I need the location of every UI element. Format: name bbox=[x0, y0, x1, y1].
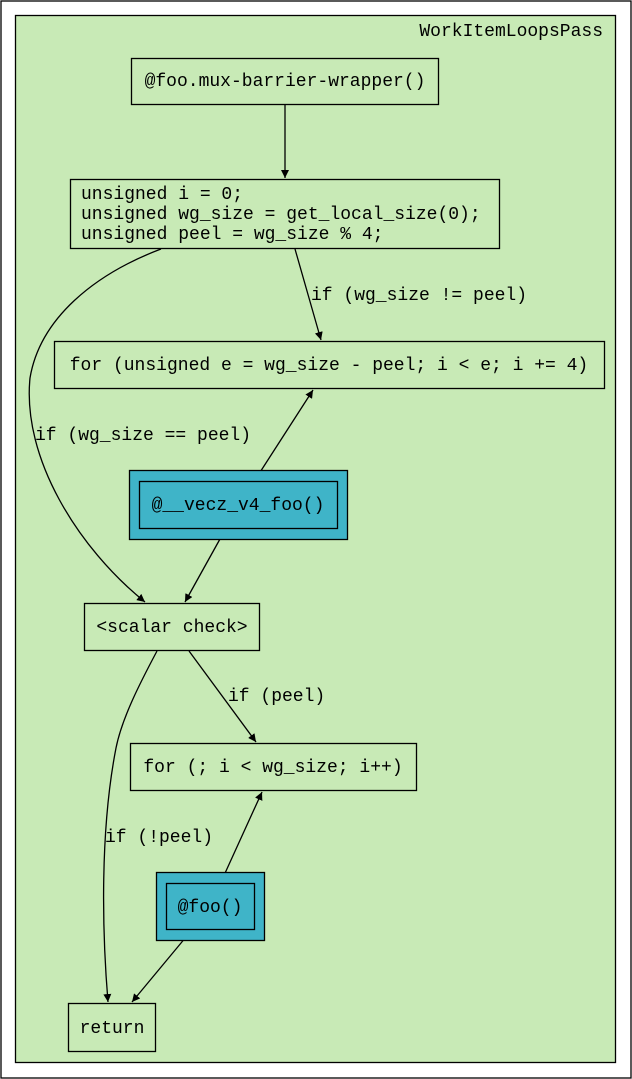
node-vec-loop-label: for (unsigned e = wg_size - peel; i < e;… bbox=[70, 356, 588, 376]
node-init-line-1: unsigned i = 0; bbox=[81, 185, 243, 205]
edge-labels: if (wg_size != peel) if (wg_size == peel… bbox=[35, 286, 527, 848]
edges bbox=[28, 105, 323, 1003]
node-return-label: return bbox=[80, 1019, 145, 1039]
edge-init-to-vec-loop bbox=[294, 248, 323, 341]
node-return-box bbox=[67, 1002, 157, 1053]
node-scalar-loop[interactable]: for (; i < wg_size; i++) bbox=[129, 742, 418, 792]
node-scalar-call-inner bbox=[165, 882, 256, 931]
edge-init-to-scalar-check bbox=[28, 248, 162, 603]
edge-scalar-call-to-return bbox=[131, 930, 192, 1003]
edge-label-wg-ne-peel: if (wg_size != peel) bbox=[311, 286, 527, 306]
node-scalar-loop-box bbox=[129, 742, 418, 792]
edge-vec-loop-to-vec-call bbox=[254, 389, 314, 481]
node-wrapper[interactable]: @foo.mux-barrier-wrapper() bbox=[130, 57, 440, 106]
node-init-line-2: unsigned wg_size = get_local_size(0); bbox=[81, 205, 481, 225]
node-vec-call[interactable]: @__vecz_v4_foo() bbox=[128, 469, 349, 541]
edge-scalar-check-to-scalar-loop bbox=[188, 650, 257, 743]
node-scalar-check-label: <scalar check> bbox=[96, 618, 247, 638]
edge-label-if-not-peel: if (!peel) bbox=[105, 828, 213, 848]
edge-label-if-peel: if (peel) bbox=[228, 687, 325, 707]
node-vec-loop[interactable]: for (unsigned e = wg_size - peel; i < e;… bbox=[53, 340, 606, 390]
cluster-label: WorkItemLoopsPass bbox=[419, 22, 603, 42]
node-init[interactable]: unsigned i = 0; unsigned wg_size = get_l… bbox=[69, 178, 501, 250]
edge-scalar-check-to-return bbox=[102, 650, 158, 1003]
node-return[interactable]: return bbox=[67, 1002, 157, 1053]
edge-scalar-loop-to-scalar-call bbox=[220, 791, 263, 883]
node-scalar-call-label: @foo() bbox=[178, 898, 243, 918]
node-wrapper-label: @foo.mux-barrier-wrapper() bbox=[145, 72, 426, 92]
node-vec-call-label: @__vecz_v4_foo() bbox=[152, 496, 325, 516]
node-scalar-check-box bbox=[83, 602, 261, 652]
node-init-line-3: unsigned peel = wg_size % 4; bbox=[81, 225, 383, 245]
node-scalar-loop-label: for (; i < wg_size; i++) bbox=[143, 758, 402, 778]
edge-vec-call-to-scalar-check bbox=[184, 529, 226, 603]
node-scalar-call[interactable]: @foo() bbox=[155, 871, 266, 942]
node-scalar-check[interactable]: <scalar check> bbox=[83, 602, 261, 652]
edge-label-wg-eq-peel: if (wg_size == peel) bbox=[35, 426, 251, 446]
node-init-box bbox=[69, 178, 501, 250]
node-vec-loop-box bbox=[53, 340, 606, 390]
node-wrapper-box bbox=[130, 57, 440, 106]
node-vec-call-inner bbox=[138, 480, 339, 530]
